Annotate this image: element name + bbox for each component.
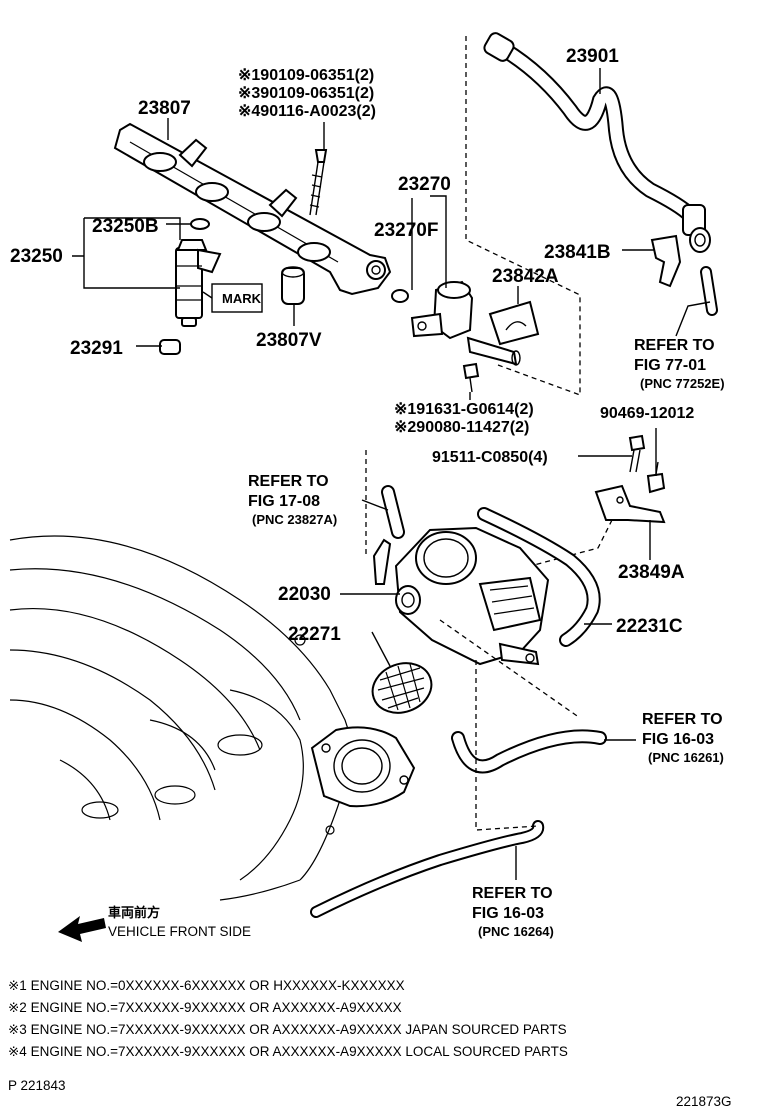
manifold-flange bbox=[310, 726, 416, 808]
label-mark: MARK bbox=[222, 291, 262, 306]
water-hose-lower bbox=[310, 820, 545, 918]
refer-16b-line3: (PNC 16264) bbox=[478, 924, 554, 939]
label-23250B: 23250B bbox=[92, 216, 159, 237]
rail-bolt bbox=[309, 149, 328, 216]
refer-77-01: REFER TO FIG 77-01 (PNC 77252E) bbox=[634, 337, 725, 391]
label-23270: 23270 bbox=[398, 174, 451, 195]
label-23849A: 23849A bbox=[618, 562, 685, 583]
label-23807: 23807 bbox=[138, 98, 191, 119]
label-23250: 23250 bbox=[10, 246, 63, 267]
refer-77-line1: REFER TO bbox=[634, 337, 715, 354]
grommet-90469 bbox=[646, 461, 666, 494]
label-22271: 22271 bbox=[288, 624, 341, 645]
refer-17-08: REFER TO FIG 17-08 (PNC 23827A) bbox=[248, 473, 337, 527]
label-23270F: 23270F bbox=[374, 220, 438, 241]
o-ring-23270F bbox=[391, 289, 409, 303]
refer-77-line2: FIG 77-01 bbox=[634, 357, 706, 374]
water-hose-upper bbox=[451, 729, 607, 774]
refer-16-03-b: REFER TO FIG 16-03 (PNC 16264) bbox=[472, 885, 554, 939]
direction-jp: 車両前方 bbox=[108, 905, 160, 920]
refer-17-line1: REFER TO bbox=[248, 473, 329, 490]
note-2: ※2 ENGINE NO.=7XXXXXX-9XXXXXX OR AXXXXXX… bbox=[8, 1000, 402, 1015]
mark-box bbox=[202, 283, 263, 313]
spacer-23807V bbox=[281, 266, 305, 305]
refer-16-03-a: REFER TO FIG 16-03 (PNC 16261) bbox=[642, 711, 724, 765]
label-screw-1: ※191631-G0614(2) bbox=[394, 401, 534, 418]
hose-stub-17-08 bbox=[381, 485, 405, 539]
label-bolt-2: ※390109-06351(2) bbox=[238, 85, 374, 102]
label-23807V: 23807V bbox=[256, 330, 322, 351]
refer-16b-line1: REFER TO bbox=[472, 885, 553, 902]
page-ref: P 221843 bbox=[8, 1078, 66, 1093]
intake-manifold bbox=[9, 535, 352, 901]
hose-stub bbox=[700, 266, 718, 316]
bracket-23849A bbox=[594, 484, 666, 524]
clamp-23842A bbox=[488, 300, 540, 346]
refer-17-line3: (PNC 23827A) bbox=[252, 512, 337, 527]
label-bolt-1: ※190109-06351(2) bbox=[238, 67, 374, 84]
leader-lines bbox=[72, 68, 711, 880]
direction-en: VEHICLE FRONT SIDE bbox=[108, 924, 251, 939]
label-23901: 23901 bbox=[566, 46, 619, 67]
regulator-screw bbox=[462, 362, 480, 393]
refer-16a-line3: (PNC 16261) bbox=[648, 750, 724, 765]
figure-id: 221873G bbox=[676, 1094, 732, 1109]
label-23842A: 23842A bbox=[492, 266, 559, 287]
label-91511: 91511-C0850(4) bbox=[432, 449, 548, 466]
label-90469: 90469-12012 bbox=[600, 405, 694, 422]
note-1: ※1 ENGINE NO.=0XXXXXX-6XXXXXX OR HXXXXXX… bbox=[8, 978, 405, 993]
refer-77-line3: (PNC 77252E) bbox=[640, 376, 725, 391]
note-4: ※4 ENGINE NO.=7XXXXXX-9XXXXXX OR AXXXXXX… bbox=[8, 1044, 568, 1059]
fuel-rail-23807 bbox=[113, 122, 392, 296]
label-23841B: 23841B bbox=[544, 242, 611, 263]
water-hose-22231C bbox=[477, 507, 601, 647]
refer-16a-line1: REFER TO bbox=[642, 711, 723, 728]
refer-17-line2: FIG 17-08 bbox=[248, 493, 320, 510]
label-23291: 23291 bbox=[70, 338, 123, 359]
label-22030: 22030 bbox=[278, 584, 331, 605]
front-arrow-icon bbox=[58, 916, 106, 942]
throttle-body-22030 bbox=[372, 526, 550, 666]
injector-23250 bbox=[175, 239, 222, 327]
refer-16a-line2: FIG 16-03 bbox=[642, 731, 714, 748]
o-ring-23250B bbox=[190, 218, 210, 230]
refer-16b-line2: FIG 16-03 bbox=[472, 905, 544, 922]
label-screw-2: ※290080-11427(2) bbox=[394, 419, 529, 436]
insulator-23291 bbox=[159, 339, 181, 355]
note-3: ※3 ENGINE NO.=7XXXXXX-9XXXXXX OR AXXXXXX… bbox=[8, 1022, 567, 1037]
bolt-91511 bbox=[628, 434, 646, 473]
label-22231C: 22231C bbox=[616, 616, 683, 637]
label-bolt-3: ※490116-A0023(2) bbox=[238, 103, 376, 120]
fuel-hose-23901 bbox=[483, 32, 711, 253]
gasket-22271 bbox=[371, 662, 433, 714]
clip-23841B bbox=[650, 234, 682, 288]
